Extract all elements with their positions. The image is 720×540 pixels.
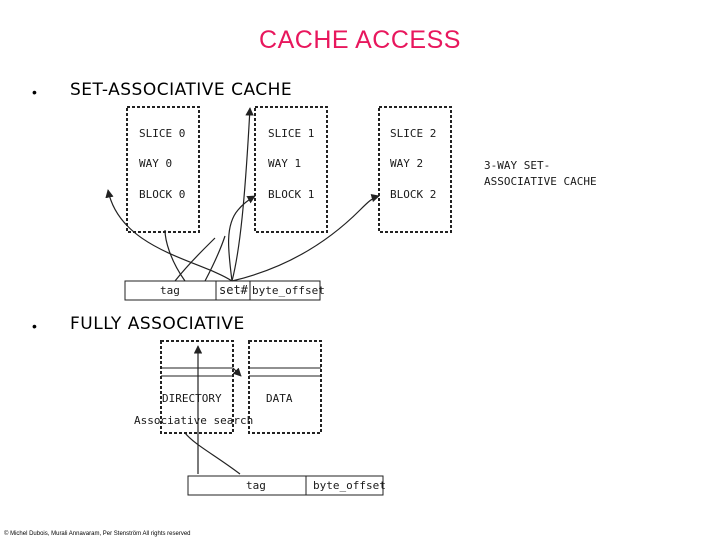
way-2-label: WAY 2 [390,157,423,170]
block-1-label: BLOCK 1 [268,188,314,201]
slice-1-label: SLICE 1 [268,127,314,140]
block-0-label: BLOCK 0 [139,188,185,201]
copyright-footer: © Michel Dubois, Murali Annavaram, Per S… [4,531,191,537]
directory-box: DIRECTORY Associative search [134,340,253,434]
bullet-fully-associative: FULLY ASSOCIATIVE [70,314,245,334]
set-field: set# [219,283,249,297]
directory-label: DIRECTORY [162,392,222,405]
slice-0-box: SLICE 0 WAY 0 BLOCK 0 [126,106,200,233]
set-assoc-arrows [105,107,380,282]
associative-search-label: Associative search [134,414,253,427]
slice-2-box: SLICE 2 WAY 2 BLOCK 2 [378,106,452,233]
tag-field: tag [160,284,180,297]
caption-line-1: 3-WAY SET- [484,159,550,172]
slice-1-box: SLICE 1 WAY 1 BLOCK 1 [254,106,328,233]
byte-offset-field: byte_offset [252,284,325,297]
slice-2-label: SLICE 2 [390,127,436,140]
bullet-marker: • [32,84,37,100]
way-1-label: WAY 1 [268,157,301,170]
page-title: CACHE ACCESS [259,26,461,54]
fa-byte-offset-field: byte_offset [313,479,386,492]
data-label: DATA [266,392,293,405]
caption-line-2: ASSOCIATIVE CACHE [484,175,597,188]
bullet-set-associative: SET-ASSOCIATIVE CACHE [70,80,293,100]
slice-0-label: SLICE 0 [139,127,185,140]
data-box: DATA [248,340,322,434]
fully-assoc-arrows [184,345,242,475]
address-register-fully-assoc: tag byte_offset [187,475,386,496]
fa-tag-field: tag [246,479,266,492]
address-register-set-assoc: tag set# byte_offset [124,280,325,301]
bullet-marker: • [32,318,37,334]
block-2-label: BLOCK 2 [390,188,436,201]
way-0-label: WAY 0 [139,157,172,170]
